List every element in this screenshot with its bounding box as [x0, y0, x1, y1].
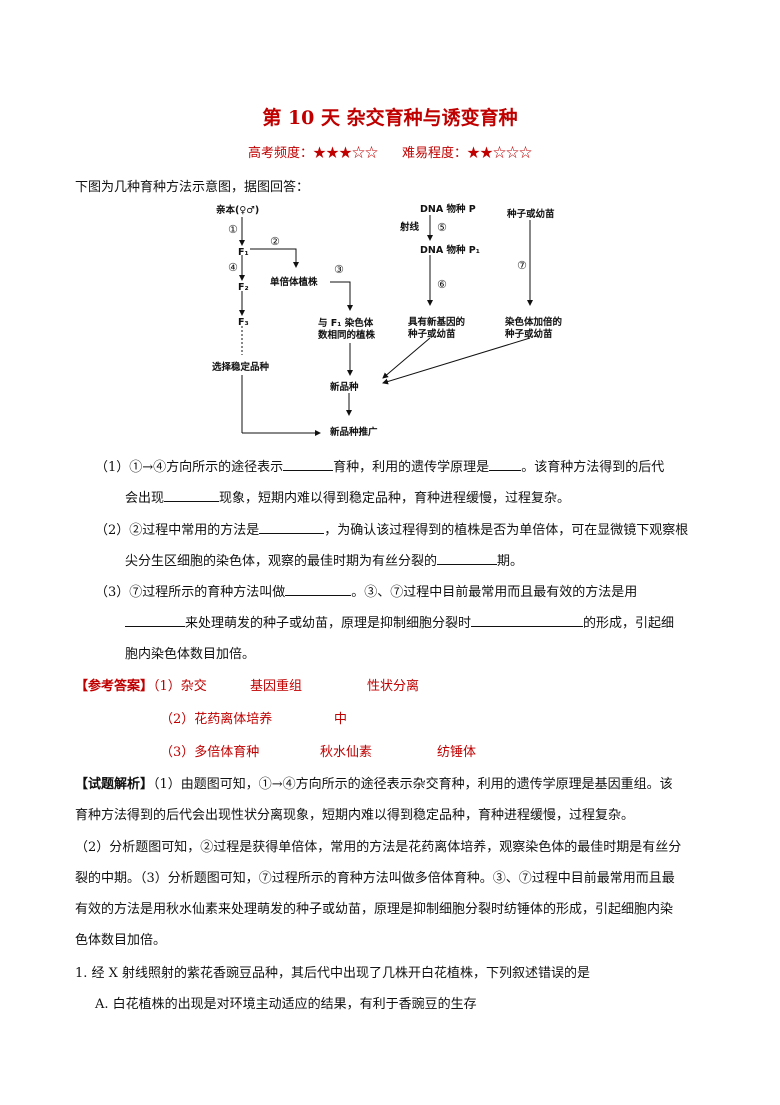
- diagram-step-3: ③: [334, 263, 344, 276]
- diagram-promotion: 新品种推广: [330, 426, 378, 438]
- rating-line: 高考频度：★★★☆☆ 难易程度：★★☆☆☆: [0, 142, 780, 161]
- diagram-step-6: ⑥: [437, 278, 447, 291]
- analysis-line-3: （2）分析题图可知，②过程是获得单倍体，常用的方法是花药离体培养，观察染色体的最…: [75, 840, 682, 855]
- blank[interactable]: [285, 583, 352, 596]
- exercise-option-a: A. 白花植株的出现是对环境主动适应的结果，有利于香豌豆的生存: [95, 997, 477, 1012]
- blank[interactable]: [164, 489, 220, 502]
- question-3-line-3: 胞内染色体数目加倍。: [125, 647, 256, 662]
- answer-2-b: 中: [334, 712, 348, 727]
- diagram-parents: 亲本(♀♂): [216, 204, 259, 216]
- exercise-question: 1. 经 X 射线照射的紫花香豌豆品种，其后代中出现了几株开白花植株，下列叙述错…: [75, 966, 591, 981]
- diagram-same-chrom-2: 数相同的植株: [317, 329, 376, 341]
- difficulty-rating: 难易程度：★★☆☆☆: [402, 146, 533, 161]
- diagram-doubled-2: 种子或幼苗: [504, 328, 553, 340]
- question-1-line-2: 会出现现象，短期内难以得到稳定品种，育种进程缓慢，过程复杂。: [125, 489, 571, 506]
- diagram-dna-p1: DNA 物种 P₁: [420, 244, 480, 256]
- exam-frequency: 高考频度：★★★☆☆: [247, 146, 378, 161]
- question-2-line-1: （2）②过程中常用的方法是，为确认该过程得到的植株是否为单倍体，可在显微镜下观察…: [95, 521, 689, 538]
- diagram-step-7: ⑦: [517, 259, 527, 272]
- answer-1-c: 性状分离: [367, 679, 420, 694]
- diagram-same-chrom-1: 与 F₁ 染色体: [318, 317, 374, 329]
- diagram-step-5: ⑤: [437, 221, 447, 234]
- blank[interactable]: [437, 552, 498, 565]
- answer-3-b: 秋水仙素: [320, 745, 373, 760]
- diagram-new-variety: 新品种: [330, 381, 359, 393]
- diagram-new-gene-1: 具有新基因的: [407, 316, 466, 328]
- diagram-step-1: ①: [228, 223, 238, 236]
- analysis-line-5: 有效的方法是用秋水仙素来处理萌发的种子或幼苗，原理是抑制细胞分裂时纺锤体的形成，…: [75, 902, 674, 917]
- intro-text: 下图为几种育种方法示意图，据图回答：: [75, 180, 310, 195]
- diagram-haploid: 单倍体植株: [270, 276, 318, 288]
- answer-3-a: （3）多倍体育种: [160, 745, 260, 760]
- question-2-line-2: 尖分生区细胞的染色体，观察的最佳时期为有丝分裂的期。: [125, 552, 524, 569]
- blank[interactable]: [471, 614, 584, 627]
- page-title: 第 10 天 杂交育种与诱变育种: [262, 107, 518, 129]
- question-3-line-1: （3）⑦过程所示的育种方法叫做。③、⑦过程中目前最常用而且最有效的方法是用: [95, 583, 638, 600]
- question-3-line-2: 来处理萌发的种子或幼苗，原理是抑制细胞分裂时的形成，引起细: [125, 612, 674, 631]
- diagram-new-gene-2: 种子或幼苗: [407, 328, 456, 340]
- answer-1-b: 基因重组: [250, 679, 303, 694]
- answer-label: 【参考答案】: [75, 679, 154, 694]
- diagram-f3: F₃: [238, 317, 249, 328]
- diagram-ray: 射线: [399, 221, 420, 233]
- diagram-dna-p: DNA 物种 P: [420, 203, 476, 215]
- blank[interactable]: [283, 458, 334, 471]
- diagram-step-2: ②: [270, 235, 280, 248]
- diagram-doubled-1: 染色体加倍的: [504, 316, 563, 328]
- diagram-f1: F₁: [238, 247, 249, 258]
- answer-2-a: （2）花药离体培养: [160, 712, 273, 727]
- question-1-line-1: （1）①→④方向所示的途径表示育种，利用的遗传学原理是。该育种方法得到的后代: [95, 458, 665, 475]
- answer-row-1: 【参考答案】（1）杂交: [75, 679, 207, 694]
- breeding-diagram: 亲本(♀♂) ① F₁ ② ④ F₂ F₃ 单倍体植株 ③ 与 F₁ 染色体 数…: [212, 203, 563, 438]
- analysis-line-6: 色体数目加倍。: [75, 933, 167, 948]
- diagram-seed: 种子或幼苗: [506, 208, 555, 220]
- analysis-line-4: 裂的中期。（3）分析题图可知，⑦过程所示的育种方法叫做多倍体育种。③、⑦过程中目…: [75, 871, 675, 886]
- diagram-step-4: ④: [228, 261, 238, 274]
- analysis-line-1: 【试题解析】（1）由题图可知，①→④方向所示的途径表示杂交育种，利用的遗传学原理…: [75, 777, 673, 792]
- analysis-line-2: 育种方法得到的后代会出现性状分离现象，短期内难以得到稳定品种，育种进程缓慢，过程…: [75, 808, 635, 823]
- diagram-f2: F₂: [238, 282, 249, 293]
- diagram-select-stable: 选择稳定品种: [212, 361, 270, 373]
- blank[interactable]: [259, 521, 325, 534]
- blank[interactable]: [489, 458, 522, 471]
- answer-3-c: 纺锤体: [437, 745, 477, 760]
- analysis-label: 【试题解析】: [75, 777, 154, 792]
- blank[interactable]: [125, 614, 185, 627]
